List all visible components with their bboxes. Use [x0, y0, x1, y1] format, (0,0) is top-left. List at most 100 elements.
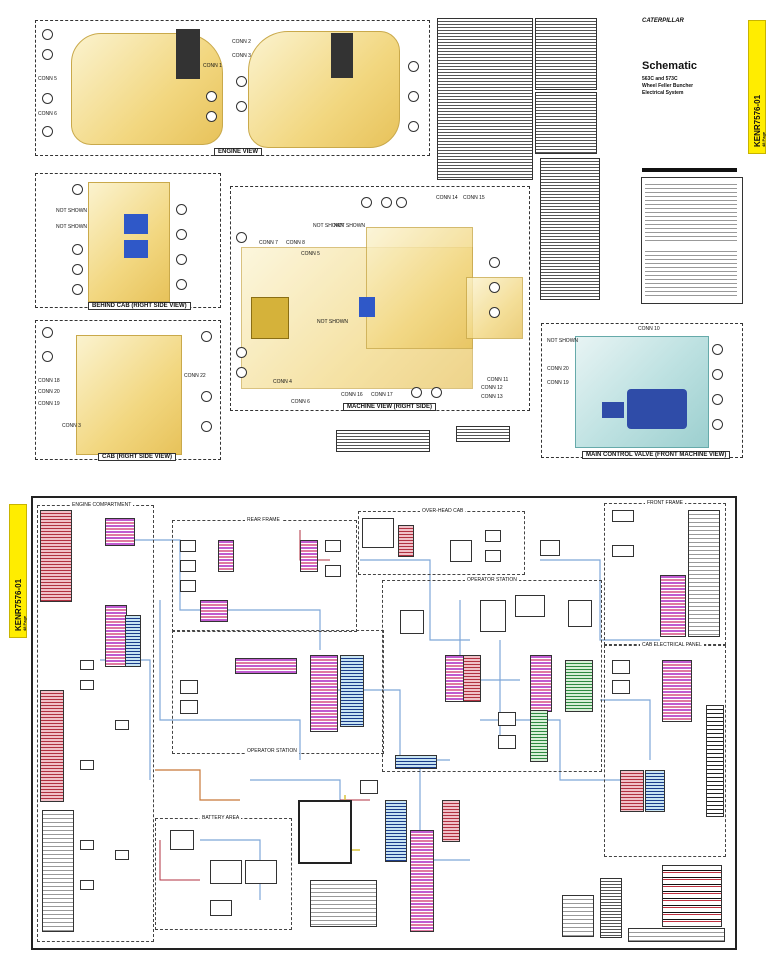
operator-switch: [498, 735, 516, 749]
operator-module: [480, 600, 506, 632]
not-shown-label: NOT SHOWN: [313, 223, 345, 229]
conn-label: CONN 20: [547, 366, 569, 372]
conn-label: CONN 5: [38, 76, 57, 82]
cab-panel-connector: [662, 660, 692, 722]
power-line: [159, 840, 200, 881]
brand-logo: CATERPILLAR: [642, 18, 684, 24]
callout-bubble: [489, 307, 500, 318]
callout-bubble: [201, 331, 212, 342]
lower-connector: [385, 800, 407, 862]
callout-bubble: [408, 121, 419, 132]
callout-bubble: [408, 91, 419, 102]
wire-number-table: [600, 878, 622, 938]
conn-label: CONN 5: [301, 251, 320, 257]
conn-label: CONN 14: [436, 195, 458, 201]
rear-frame-connector: [218, 540, 234, 572]
engine-sensor: [80, 760, 94, 770]
fuse-table: [540, 158, 600, 300]
engine-sensor: [80, 660, 94, 670]
operator-module: [515, 595, 545, 617]
callout-bubble: [712, 369, 723, 380]
component-location-table: [437, 18, 533, 180]
harness-line: [600, 699, 651, 760]
callout-bubble: [489, 257, 500, 268]
section-title: BATTERY AREA: [200, 815, 242, 821]
conn-label: CONN 6: [291, 399, 310, 405]
document-number-tag: KENR7576-01 48 Page: [9, 504, 27, 638]
operator-connector: [565, 660, 593, 712]
component-blue: [124, 240, 148, 258]
not-shown-label: NOT SHOWN: [56, 224, 88, 230]
callout-bubble: [176, 204, 187, 215]
lower-relay: [360, 780, 378, 794]
rear-frame-switch: [180, 580, 196, 592]
callout-bubble: [236, 367, 247, 378]
engine-ecm-block: [40, 690, 64, 802]
callout-bubble: [42, 126, 53, 137]
main-control-valve-panel: NOT SHOWN CONN 10 CONN 20 CONN 19 MAIN C…: [541, 323, 743, 459]
operator-switch: [498, 712, 516, 726]
operator-connector: [310, 655, 338, 732]
callout-bubble: [176, 254, 187, 265]
rear-frame-switch: [180, 560, 196, 572]
document-number-tag: KENR7576-01 48 Page: [748, 20, 766, 154]
conn-label: CONN 3: [232, 53, 251, 59]
overhead-cab-harness: [398, 525, 414, 557]
callout-bubble: [42, 351, 53, 362]
machine-view-panel: CONN 7 CONN 8 CONN 5 CONN 4 CONN 6 CONN …: [230, 186, 530, 411]
lower-connector: [410, 830, 434, 932]
callout-bubble: [431, 387, 442, 398]
operator-module: [568, 600, 592, 627]
component-blue: [359, 297, 375, 317]
callout-bubble: [489, 282, 500, 293]
valve-body: [602, 402, 624, 418]
operator-connector: [235, 658, 297, 674]
operator-connector: [445, 655, 465, 702]
engine-connector: [105, 518, 135, 546]
cab-view-panel: CONN 18 CONN 20 CONN 19 CONN 22 CONN 3 C…: [35, 320, 221, 461]
callout-bubble: [42, 29, 53, 40]
section-title: OVER-HEAD CAB: [420, 508, 466, 514]
alternator: [210, 900, 232, 916]
lower-connector: [395, 755, 437, 769]
harness-line: [480, 719, 620, 781]
engine-sensor: [80, 840, 94, 850]
main-control-caption: MAIN CONTROL VALVE (FRONT MACHINE VIEW): [582, 451, 731, 459]
operator-connector: [340, 655, 364, 727]
section-title: OPERATOR STATION: [465, 577, 519, 583]
harness-line: [360, 559, 470, 641]
relay-block: [540, 540, 560, 556]
section-title: OPERATOR STATION: [245, 748, 299, 754]
engine-terminal-list: [42, 810, 74, 932]
behind-cab-panel: NOT SHOWN NOT SHOWN BEHIND CAB (RIGHT SI…: [35, 173, 221, 310]
callout-bubble: [42, 49, 53, 60]
conn-label: CONN 15: [463, 195, 485, 201]
cab-panel-connector: [620, 770, 644, 812]
title-text: Schematic: [642, 60, 698, 72]
not-shown-label: NOT SHOWN: [56, 208, 88, 214]
callout-bubble: [42, 327, 53, 338]
conn-label: CONN 19: [38, 401, 60, 407]
harness-table: [535, 92, 597, 154]
callout-bubble: [176, 229, 187, 240]
callout-bubble: [72, 244, 83, 255]
section-title: ENGINE COMPARTMENT: [70, 502, 134, 508]
component-blue: [124, 214, 148, 234]
machine-cab: [366, 227, 473, 349]
main-relay-module: [298, 800, 352, 864]
notes-table: [662, 865, 722, 927]
section-title: CAB ELECTRICAL PANEL: [640, 642, 704, 648]
engine-connector: [105, 605, 127, 667]
operator-connector: [463, 655, 481, 702]
cab-panel-relay: [612, 660, 630, 674]
front-frame-component: [612, 510, 634, 522]
engine-component: [251, 297, 289, 339]
engine-block-dark: [331, 33, 353, 78]
conn-label: CONN 3: [62, 423, 81, 429]
rear-frame-connector: [200, 600, 228, 622]
not-shown-label: NOT SHOWN: [334, 223, 366, 229]
overhead-cab-switch: [485, 530, 501, 542]
subtitle-line: Wheel Feller Buncher: [642, 83, 694, 89]
front-frame-connector: [660, 575, 686, 637]
conn-label: CONN 17: [371, 392, 393, 398]
